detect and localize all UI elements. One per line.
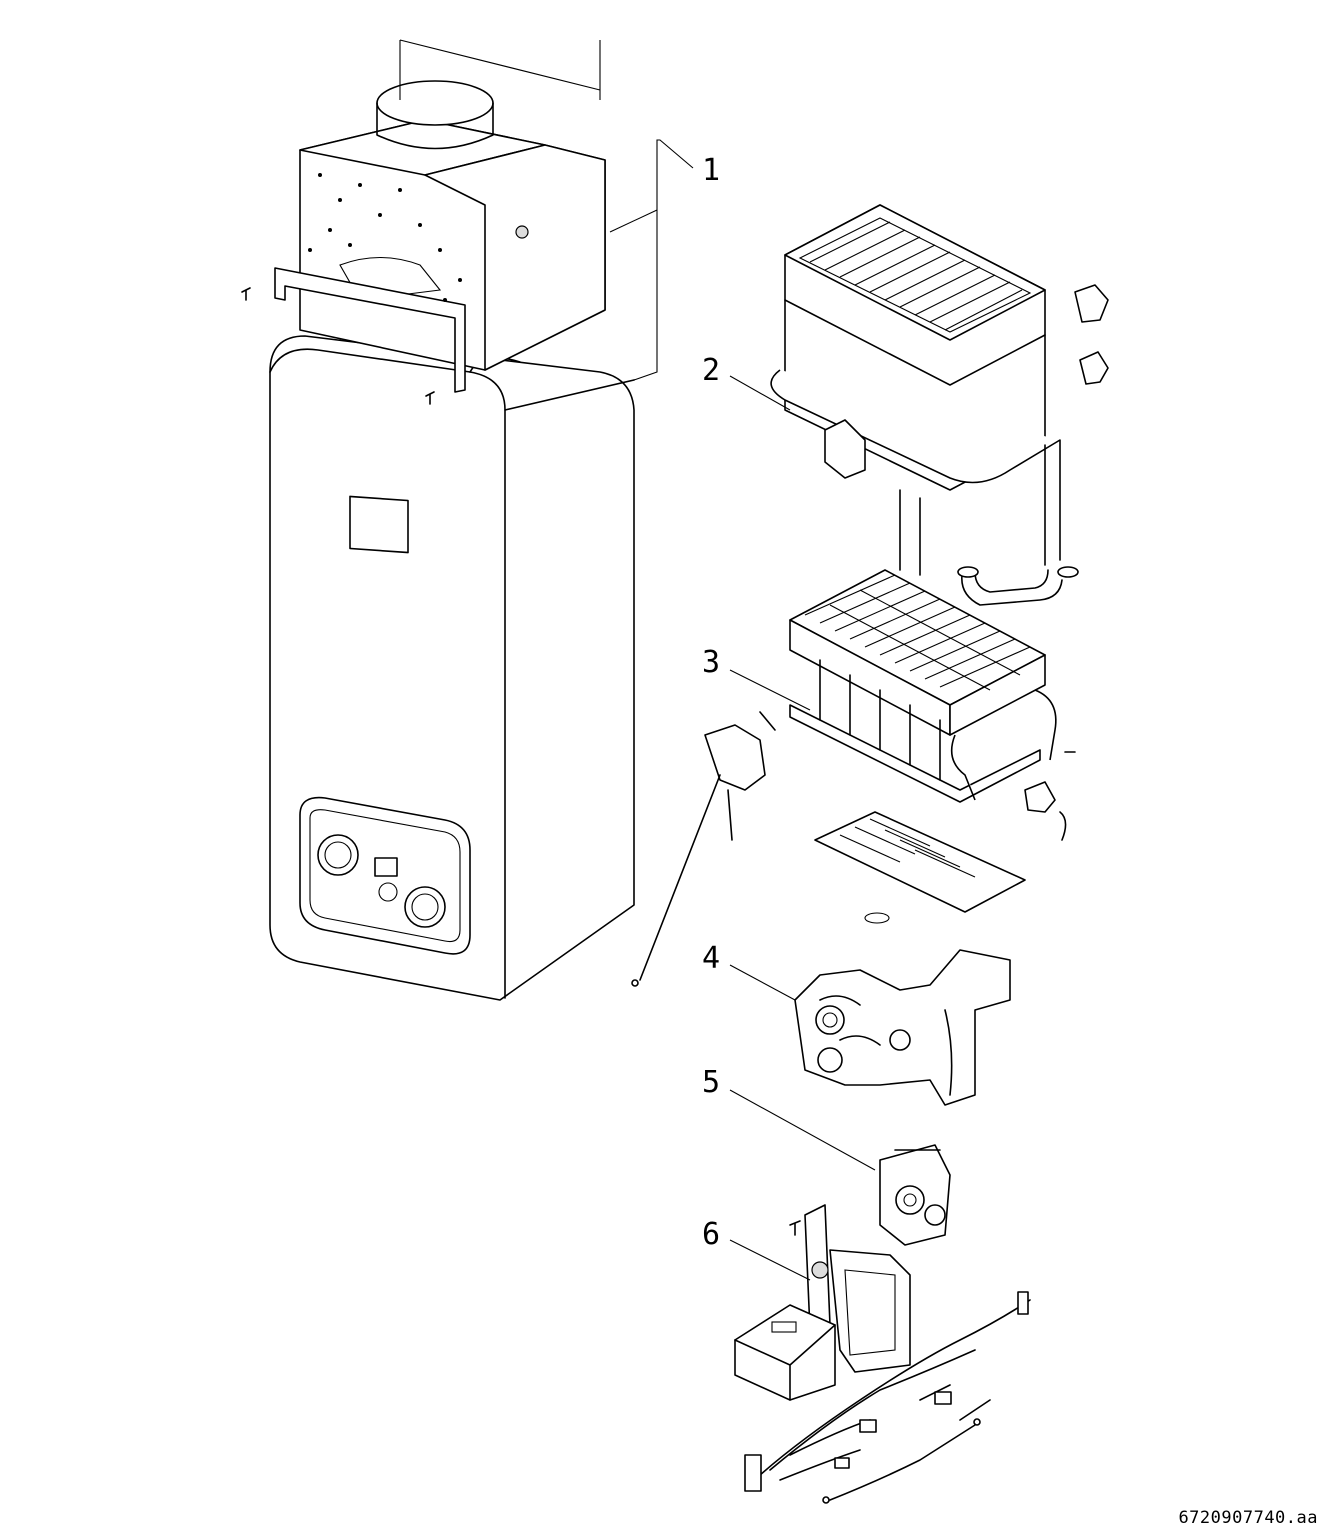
control-unit xyxy=(829,1249,911,1373)
indicator-display xyxy=(374,857,398,877)
gas-valve xyxy=(879,1144,951,1246)
control-box-and-harness xyxy=(734,1204,1031,1504)
heat-exchanger xyxy=(770,204,1109,576)
leader-line-4 xyxy=(729,964,796,1001)
temperature-knob xyxy=(317,834,359,876)
mounting-bracket xyxy=(274,267,466,393)
power-knob xyxy=(404,886,446,928)
leader-lines xyxy=(609,139,876,1281)
leader-line-3 xyxy=(729,669,811,711)
callout-3: 3 xyxy=(702,645,720,680)
ignition-cable xyxy=(639,774,721,981)
callout-2: 2 xyxy=(702,353,720,388)
front-casing xyxy=(269,335,635,1001)
screw-icon xyxy=(241,287,251,301)
leader-line-1 xyxy=(633,139,694,381)
callout-4: 4 xyxy=(702,941,720,976)
leader-line-6 xyxy=(729,1239,811,1281)
leader-line-2 xyxy=(729,375,791,411)
callout-6: 6 xyxy=(702,1217,720,1252)
ignition-electrode xyxy=(631,711,776,987)
callout-5: 5 xyxy=(702,1065,720,1100)
flue-outlet xyxy=(376,80,494,126)
harness-connector xyxy=(744,1454,762,1492)
draft-hood-assembly xyxy=(241,39,606,405)
leader-line-5 xyxy=(729,1089,876,1171)
document-id: 6720907740.aa xyxy=(1178,1508,1318,1528)
control-panel xyxy=(299,796,471,955)
connecting-pipes xyxy=(957,566,1079,606)
battery-box xyxy=(734,1304,836,1401)
burner-assembly xyxy=(789,569,1076,841)
nozzle-manifold xyxy=(814,811,1026,924)
sensor-clip-icon xyxy=(1074,284,1109,323)
water-valve-assembly xyxy=(794,949,1011,1106)
callout-1: 1 xyxy=(702,153,720,188)
